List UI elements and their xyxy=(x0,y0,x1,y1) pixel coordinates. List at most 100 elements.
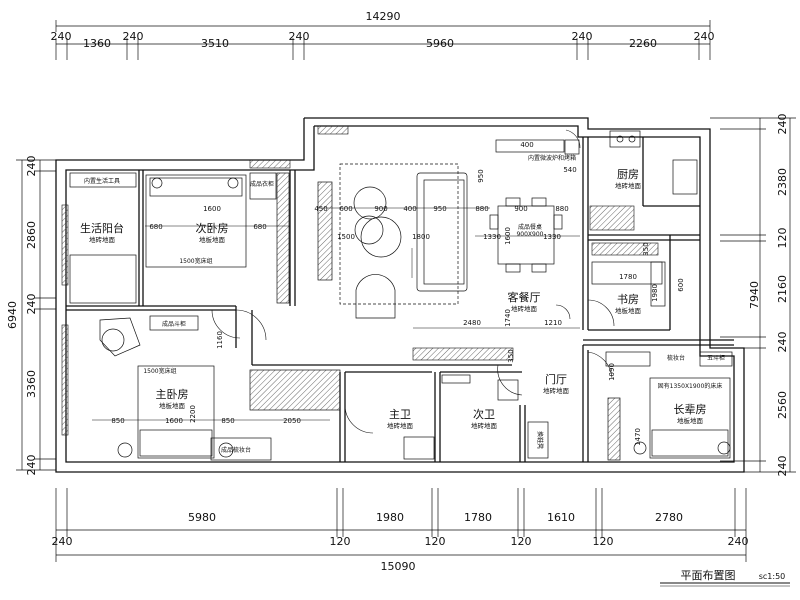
bottom-dimensions xyxy=(55,488,747,562)
label-dim: 1090 xyxy=(608,363,616,381)
label-dim: 400 xyxy=(520,141,533,149)
label-dim: 950 xyxy=(433,205,446,213)
label-dim: 1160 xyxy=(216,331,224,349)
room-name-living-dining: 客餐厅 xyxy=(508,290,541,304)
room-name-study: 书房 xyxy=(617,293,639,306)
label-dim: 1500 xyxy=(337,233,355,241)
room-name-second-bedroom: 次卧房 xyxy=(196,221,229,235)
note-dining-table: 成品餐桌 xyxy=(518,223,542,231)
label-dim: 680 xyxy=(253,223,266,231)
label-dim: 1600 xyxy=(504,227,512,245)
right-dimensions xyxy=(710,117,796,473)
title-block: 平面布置图 sc1:50 xyxy=(660,569,790,587)
dim-left-seg: 2860 xyxy=(25,221,38,249)
dim-right-seg: 240 xyxy=(776,456,789,477)
label-dim: 350 xyxy=(642,242,650,255)
dim-left-total: 6940 xyxy=(6,301,19,329)
label-dim: 680 xyxy=(149,223,162,231)
dim-top-seg: 240 xyxy=(123,30,144,43)
room-name-elder-room: 长辈房 xyxy=(674,402,707,416)
walls xyxy=(55,117,745,473)
note-bed-master: 1500宽床组 xyxy=(143,367,176,375)
label-dim: 1800 xyxy=(412,233,430,241)
note-elder-dresser: 梳妆台 xyxy=(667,354,685,362)
label-dim: 1740 xyxy=(504,309,512,327)
dim-bottom-seg: 1780 xyxy=(464,511,492,524)
dim-top-seg: 240 xyxy=(572,30,593,43)
label-dim: 1330 xyxy=(483,233,501,241)
label-dim: 900 xyxy=(374,205,387,213)
label-dim: 1600 xyxy=(165,417,183,425)
note-bed: 1500宽床组 xyxy=(179,257,212,265)
room-floor-kitchen: 地砖地面 xyxy=(615,181,642,190)
drawing-scale: sc1:50 xyxy=(759,572,786,581)
dim-bottom-total: 15090 xyxy=(381,560,416,573)
dim-bottom-seg: 240 xyxy=(728,535,749,548)
label-dim: 540 xyxy=(563,166,576,174)
dimension-labels: 14290 240 1360 240 3510 240 5960 240 226… xyxy=(6,10,789,573)
dim-right-seg: 2380 xyxy=(776,168,789,196)
dim-bottom-seg: 120 xyxy=(511,535,532,548)
dim-bottom-seg: 5980 xyxy=(188,511,216,524)
dim-top-seg: 1360 xyxy=(83,37,111,50)
note-elder-cabinet: 五斗柜 xyxy=(707,354,725,362)
label-dim: 1780 xyxy=(619,273,637,281)
note-dressing-master: 成品梳妆台 xyxy=(221,446,251,454)
doors xyxy=(211,129,615,434)
annotations: 内置生活工具 成品衣柜 1500宽床组 680 1600 680 内置微波炉和烤… xyxy=(84,141,725,454)
room-name-master-bath: 主卫 xyxy=(389,408,411,421)
label-dim: 2050 xyxy=(283,417,301,425)
label-dim: 850 xyxy=(221,417,234,425)
dim-left-seg: 240 xyxy=(25,294,38,315)
room-floor-master-bedroom: 地板地面 xyxy=(159,401,186,410)
dim-right-seg: 120 xyxy=(776,228,789,249)
label-dim: 1470 xyxy=(634,428,642,446)
dim-bottom-seg: 120 xyxy=(330,535,351,548)
note-microwave: 内置微波炉和烤箱 xyxy=(528,154,576,162)
label-dim: 1330 xyxy=(543,233,561,241)
label-dim: 850 xyxy=(111,417,124,425)
label-dim: 2200 xyxy=(189,405,197,423)
windows xyxy=(61,125,659,436)
label-dim: 1210 xyxy=(544,319,562,327)
label-dim: 880 xyxy=(475,205,488,213)
label-dim: 1600 xyxy=(203,205,221,213)
label-dim: 2480 xyxy=(463,319,481,327)
dim-right-seg: 2560 xyxy=(776,391,789,419)
note-shoe-bench: 换鞋凳 xyxy=(536,431,544,449)
dim-right-total: 7940 xyxy=(748,281,761,309)
dim-top-seg: 240 xyxy=(694,30,715,43)
dim-top-seg: 240 xyxy=(51,30,72,43)
label-dim: 1980 xyxy=(651,284,659,302)
dim-bottom-seg: 240 xyxy=(52,535,73,548)
dim-bottom-seg: 120 xyxy=(593,535,614,548)
note-wardrobe: 成品衣柜 xyxy=(250,180,274,188)
label-dim: 450 xyxy=(314,205,327,213)
label-dim: 600 xyxy=(339,205,352,213)
label-dim: 350 xyxy=(507,349,515,362)
label-dim: 900 xyxy=(514,205,527,213)
dim-top-total: 14290 xyxy=(366,10,401,23)
room-floor-master-bath: 地砖地面 xyxy=(387,421,414,430)
left-dimensions xyxy=(16,159,56,471)
room-floor-second-bedroom: 地板地面 xyxy=(199,235,226,244)
room-name-kitchen: 厨房 xyxy=(617,168,639,181)
label-dim: 880 xyxy=(555,205,568,213)
note-balcony-tools: 内置生活工具 xyxy=(84,177,120,185)
dim-top-seg: 3510 xyxy=(201,37,229,50)
room-name-living-balcony: 生活阳台 xyxy=(80,221,124,235)
room-floor-study: 地板地面 xyxy=(615,306,642,315)
drawing-title: 平面布置图 xyxy=(681,569,736,582)
dim-right-seg: 240 xyxy=(776,332,789,353)
dim-left-seg: 240 xyxy=(25,455,38,476)
dim-bottom-seg: 2780 xyxy=(655,511,683,524)
room-floor-foyer: 地砖地面 xyxy=(543,386,570,395)
dim-bottom-seg: 1980 xyxy=(376,511,404,524)
dim-left-seg: 240 xyxy=(25,156,38,177)
dim-top-seg: 240 xyxy=(289,30,310,43)
dim-bottom-seg: 1610 xyxy=(547,511,575,524)
label-dim: 400 xyxy=(403,205,416,213)
dim-bottom-seg: 120 xyxy=(425,535,446,548)
room-name-foyer: 门厅 xyxy=(545,372,567,386)
